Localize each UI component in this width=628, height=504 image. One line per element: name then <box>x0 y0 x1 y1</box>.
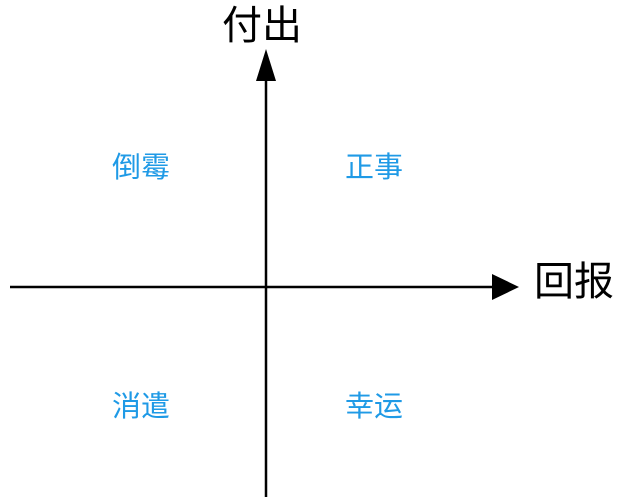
quadrant-label-bottom-left: 消遣 <box>112 389 171 423</box>
horizontal-axis-arrowhead <box>492 274 519 300</box>
quadrant-label-top-right: 正事 <box>345 150 404 184</box>
quadrant-label-top-left: 倒霉 <box>112 150 171 184</box>
vertical-axis-arrowhead <box>256 49 276 81</box>
quadrant-label-bottom-right: 幸运 <box>345 389 404 423</box>
horizontal-axis-title: 回报 <box>534 259 614 305</box>
vertical-axis-title: 付出 <box>222 3 302 49</box>
